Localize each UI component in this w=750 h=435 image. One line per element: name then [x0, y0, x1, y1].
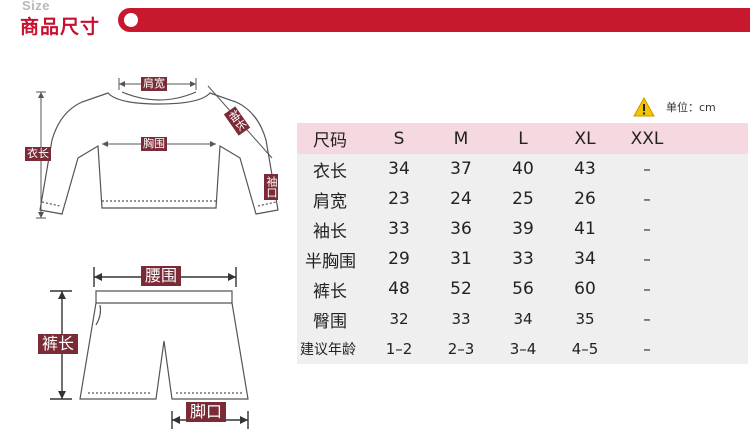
table-cell: 33 — [451, 310, 471, 328]
label-shoulder-width: 肩宽 — [141, 77, 167, 91]
label-shirt-length: 衣长 — [25, 147, 51, 161]
table-cell: 26 — [574, 189, 596, 209]
table-cell: 43 — [574, 159, 596, 179]
table-cell: – — [643, 280, 651, 298]
label-chest: 胸围 — [141, 137, 167, 151]
table-header-cell: S — [368, 123, 430, 154]
label-pants-length: 裤长 — [38, 334, 79, 354]
table-row: 袖长 33 36 39 41 – — [297, 214, 748, 244]
table-cell: 40 — [512, 159, 534, 179]
table-cell: 36 — [450, 219, 472, 239]
table-cell: – — [643, 310, 651, 328]
table-cell: – — [643, 220, 651, 238]
table-cell: 35 — [575, 310, 595, 328]
table-cell: 25 — [512, 189, 534, 209]
table-header-row: 尺码 S M L XL XXL — [297, 123, 748, 154]
table-cell: 4–5 — [571, 340, 599, 358]
size-heading-en: Size — [22, 0, 51, 13]
table-cell: – — [643, 250, 651, 268]
table-cell: 29 — [388, 249, 410, 269]
table-cell: – — [643, 190, 651, 208]
header-bar-dot — [124, 13, 138, 27]
unit-label: 单位：cm — [666, 101, 716, 114]
table-header-cell: L — [492, 123, 554, 154]
size-table: 尺码 S M L XL XXL 衣长 34 37 40 43 – 肩宽 23 2… — [297, 123, 748, 364]
table-spacer — [678, 184, 748, 214]
table-header-spacer — [678, 123, 748, 154]
table-header-cell: 尺码 — [297, 123, 368, 154]
header-bar — [118, 8, 750, 32]
warning-icon — [633, 97, 655, 117]
table-row: 肩宽 23 24 25 26 – — [297, 184, 748, 214]
table-row-label: 袖长 — [313, 221, 347, 242]
table-cell: 34 — [388, 159, 410, 179]
table-cell: 31 — [450, 249, 472, 269]
table-cell: – — [643, 160, 651, 178]
table-row: 裤长 48 52 56 60 – — [297, 274, 748, 304]
table-header-cell: XXL — [616, 123, 678, 154]
table-row-label: 臀围 — [313, 311, 347, 332]
unit-note: 单位：cm — [633, 96, 716, 118]
table-spacer — [678, 304, 748, 334]
shorts-diagram — [50, 267, 249, 429]
table-row-label: 肩宽 — [313, 191, 347, 212]
table-spacer — [678, 244, 748, 274]
table-cell: 37 — [450, 159, 472, 179]
table-cell: 60 — [574, 279, 596, 299]
table-cell: 32 — [389, 310, 409, 328]
table-cell: 33 — [512, 249, 534, 269]
table-cell: 56 — [512, 279, 534, 299]
label-hem: 脚口 — [186, 402, 227, 422]
table-row: 臀围 32 33 34 35 – — [297, 304, 748, 334]
table-row: 半胸围 29 31 33 34 – — [297, 244, 748, 274]
table-spacer — [678, 154, 748, 184]
table-cell: – — [643, 340, 651, 358]
page-title: 商品尺寸 — [20, 16, 101, 38]
table-cell: 1–2 — [385, 340, 413, 358]
table-row-label: 衣长 — [313, 161, 347, 182]
table-cell: 34 — [513, 310, 533, 328]
table-cell: 3–4 — [509, 340, 537, 358]
table-cell: 39 — [512, 219, 534, 239]
table-cell: 33 — [388, 219, 410, 239]
table-spacer — [678, 334, 748, 364]
table-header-cell: XL — [554, 123, 616, 154]
table-spacer — [678, 274, 748, 304]
table-cell: 52 — [450, 279, 472, 299]
table-row-label: 建议年龄 — [300, 342, 356, 358]
table-cell: 2–3 — [447, 340, 475, 358]
table-cell: 24 — [450, 189, 472, 209]
table-spacer — [678, 214, 748, 244]
table-cell: 41 — [574, 219, 596, 239]
label-cuff: 袖口 — [264, 174, 278, 200]
table-row-label: 裤长 — [313, 281, 347, 302]
table-cell: 34 — [574, 249, 596, 269]
table-row: 衣长 34 37 40 43 – — [297, 154, 748, 184]
table-row: 建议年龄 1–2 2–3 3–4 4–5 – — [297, 334, 748, 364]
label-waist: 腰围 — [141, 266, 182, 286]
table-header-cell: M — [430, 123, 492, 154]
table-cell: 23 — [388, 189, 410, 209]
table-cell: 48 — [388, 279, 410, 299]
table-row-label: 半胸围 — [305, 251, 356, 272]
